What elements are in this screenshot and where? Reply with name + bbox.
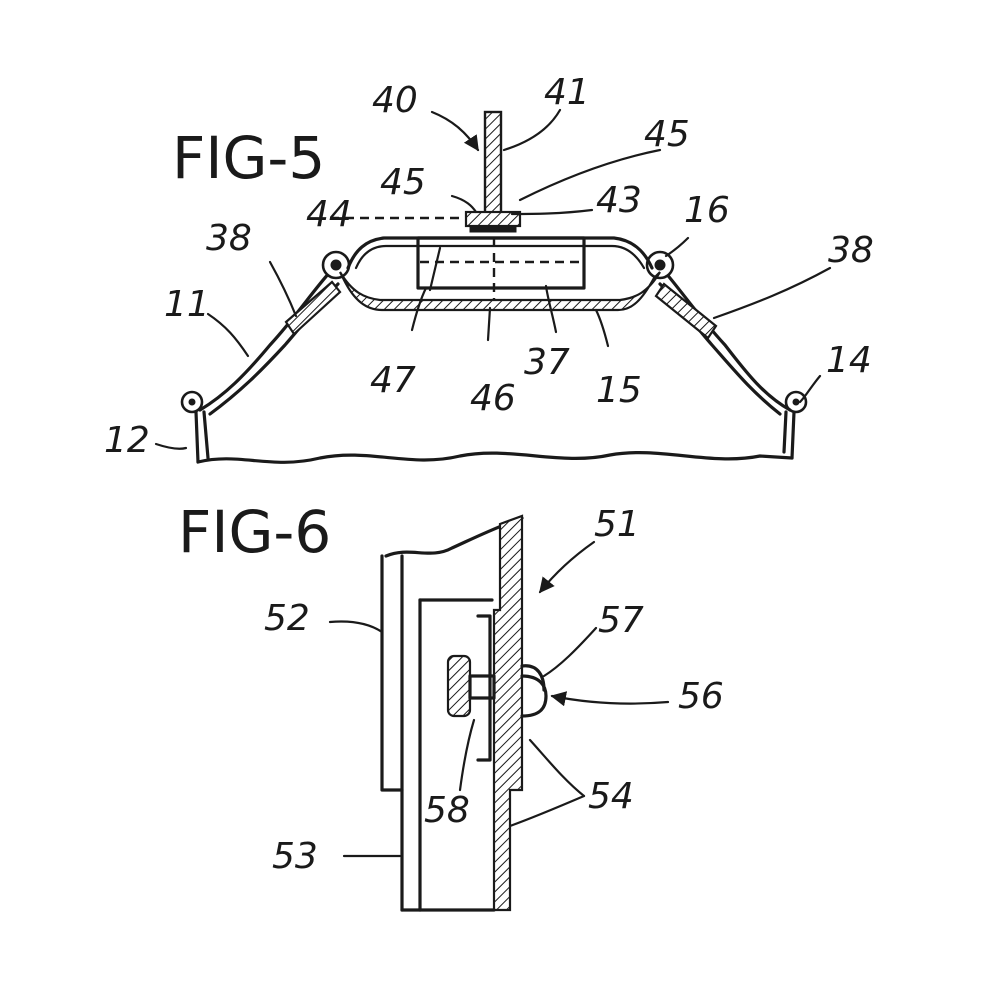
ref-41: 41: [544, 72, 590, 113]
fig6-knob-shaft: [468, 674, 496, 700]
ref-46: 46: [470, 378, 516, 419]
fig6-panel-52: [380, 554, 404, 792]
fig6-bracket: [476, 614, 492, 762]
ref-51: 51: [594, 504, 640, 545]
ref-38-left: 38: [206, 218, 252, 259]
figure-6-title: FIG-6: [178, 498, 331, 566]
ref-57: 57: [598, 600, 644, 641]
fig5-cap: [346, 236, 654, 270]
fig6-dome-cap: [520, 674, 548, 718]
figure-5-title: FIG-5: [172, 124, 325, 192]
ref-44: 44: [306, 194, 352, 235]
ref-54: 54: [588, 776, 634, 817]
fig5-cover: [339, 271, 661, 312]
ref-40: 40: [372, 80, 418, 121]
ref-15: 15: [596, 370, 642, 411]
fig5-leaders: [154, 108, 832, 450]
ref-12: 12: [104, 420, 150, 461]
fig6-knob-head: [446, 654, 472, 718]
fig5-left-wall: [194, 410, 200, 464]
fig6-leaders: [328, 540, 670, 858]
ref-47: 47: [370, 360, 416, 401]
ref-58: 58: [424, 790, 470, 831]
fig5-left-clip: [284, 280, 342, 336]
fig5-internal-component: [416, 236, 586, 290]
fig6-plate-54: [492, 514, 524, 912]
figure-6: FIG-6 51 52: [178, 498, 724, 912]
ref-14: 14: [826, 340, 872, 381]
ref-43: 43: [596, 180, 642, 221]
ref-45-right: 45: [644, 114, 690, 155]
ref-38-right: 38: [828, 230, 874, 271]
ref-37: 37: [524, 342, 570, 383]
fig5-washer: [469, 225, 517, 233]
fig5-right-wall: [790, 410, 796, 460]
ref-11: 11: [164, 284, 210, 325]
ref-53: 53: [272, 836, 318, 877]
ref-16: 16: [684, 190, 730, 231]
fig5-right-clip: [654, 282, 718, 340]
figure-5: FIG-5: [104, 72, 874, 464]
ref-45-left: 45: [380, 162, 426, 203]
ref-56: 56: [678, 676, 724, 717]
fig5-shell-right: [663, 270, 792, 412]
fig5-shell-left: [198, 270, 332, 412]
ref-52: 52: [264, 598, 310, 639]
fig5-break-line: [196, 451, 794, 464]
